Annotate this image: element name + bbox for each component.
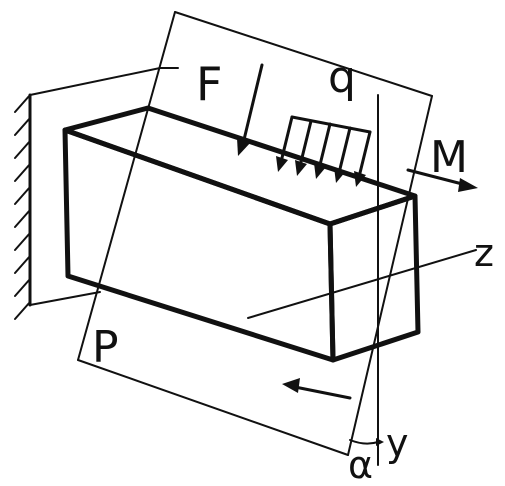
z-axis [247, 249, 477, 319]
label-q: q [328, 52, 356, 103]
force-f-arrow [237, 63, 264, 156]
label-p: P [92, 322, 119, 373]
distributed-load-q [276, 115, 372, 187]
label-alpha: α [348, 443, 373, 486]
moment-m-arrow [406, 168, 478, 192]
label-y: y [386, 421, 409, 465]
label-f: F [196, 57, 222, 111]
label-z: z [474, 231, 494, 275]
plane-arrow [282, 378, 352, 400]
label-m: M [430, 132, 468, 183]
beam-box [62, 105, 421, 363]
fixed-support-wall [14, 67, 179, 320]
angle-alpha-arc [349, 438, 384, 446]
